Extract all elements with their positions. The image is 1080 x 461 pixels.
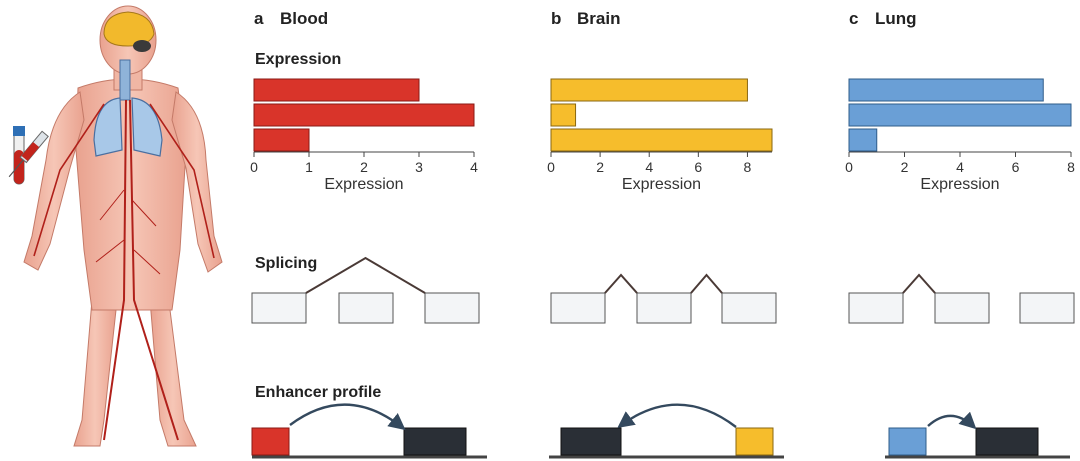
enhancer-diagram-blood: [251, 403, 487, 459]
panel-header-b: b Brain: [551, 9, 620, 28]
enhancer-diagram-lung: [885, 411, 1070, 459]
splicing-diagram-brain: [550, 273, 777, 324]
panel-letter-a: a: [254, 9, 264, 28]
x-tick-label: 6: [1012, 159, 1020, 175]
exon-box: [550, 292, 606, 324]
expression-bar: [550, 103, 577, 127]
panel-title-brain: Brain: [577, 9, 620, 28]
exon-box: [424, 292, 480, 324]
x-tick-label: 0: [845, 159, 853, 175]
x-tick-label: 2: [901, 159, 909, 175]
x-tick-label: 3: [415, 159, 423, 175]
panel-header-a: a Blood: [254, 9, 328, 28]
tissue-enhancer-box: [888, 427, 927, 456]
x-tick-label: 8: [744, 159, 752, 175]
exon-box: [251, 292, 307, 324]
expression-bar: [253, 103, 475, 127]
x-tick-label: 6: [694, 159, 702, 175]
human-body-illustration: [8, 5, 223, 447]
x-axis-label: Expression: [622, 176, 701, 193]
x-axis-label: Expression: [324, 176, 403, 193]
x-tick-label: 4: [956, 159, 964, 175]
panel-letter-c: c: [849, 9, 858, 28]
splicing-section-label: Splicing: [255, 255, 317, 272]
x-tick-label: 0: [547, 159, 555, 175]
expression-bar: [550, 78, 748, 102]
splice-junction: [690, 273, 723, 294]
splice-junction: [902, 273, 936, 294]
exon-box: [934, 292, 990, 324]
exon-box: [1019, 292, 1075, 324]
exon-box: [636, 292, 692, 324]
x-tick-label: 4: [470, 159, 478, 175]
gene-box: [975, 427, 1039, 456]
x-tick-label: 0: [250, 159, 258, 175]
panel-title-blood: Blood: [280, 9, 328, 28]
enhancer-section-label: Enhancer profile: [255, 384, 381, 401]
x-tick-label: 8: [1067, 159, 1075, 175]
expression-bar: [253, 78, 420, 102]
enhancer-arrow: [617, 403, 737, 429]
x-tick-label: 2: [596, 159, 604, 175]
gene-box: [560, 427, 622, 456]
tissue-enhancer-box: [251, 427, 290, 456]
expression-bar: [848, 78, 1044, 102]
splice-junction: [604, 273, 638, 294]
exon-box: [338, 292, 394, 324]
expression-section-label: Expression: [255, 51, 341, 68]
x-axis-label: Expression: [920, 176, 999, 193]
expression-bar: [550, 128, 773, 152]
splicing-diagram-blood: [251, 256, 480, 324]
gene-box: [403, 427, 467, 456]
enhancer-arrow: [289, 403, 406, 431]
x-tick-label: 4: [645, 159, 653, 175]
enhancer-diagram-brain: [549, 403, 784, 459]
enhancer-arrow: [927, 411, 977, 430]
x-tick-label: 1: [305, 159, 313, 175]
panel-letter-b: b: [551, 9, 561, 28]
splicing-diagram-lung: [848, 273, 1075, 324]
x-tick-label: 2: [360, 159, 368, 175]
panel-title-lung: Lung: [875, 9, 917, 28]
expression-bar: [848, 128, 878, 152]
exon-box: [721, 292, 777, 324]
splice-junction: [305, 256, 426, 294]
expression-bar: [848, 103, 1072, 127]
exon-box: [848, 292, 904, 324]
expression-bar: [253, 128, 310, 152]
tissue-enhancer-box: [735, 427, 774, 456]
panel-header-c: c Lung: [849, 9, 917, 28]
